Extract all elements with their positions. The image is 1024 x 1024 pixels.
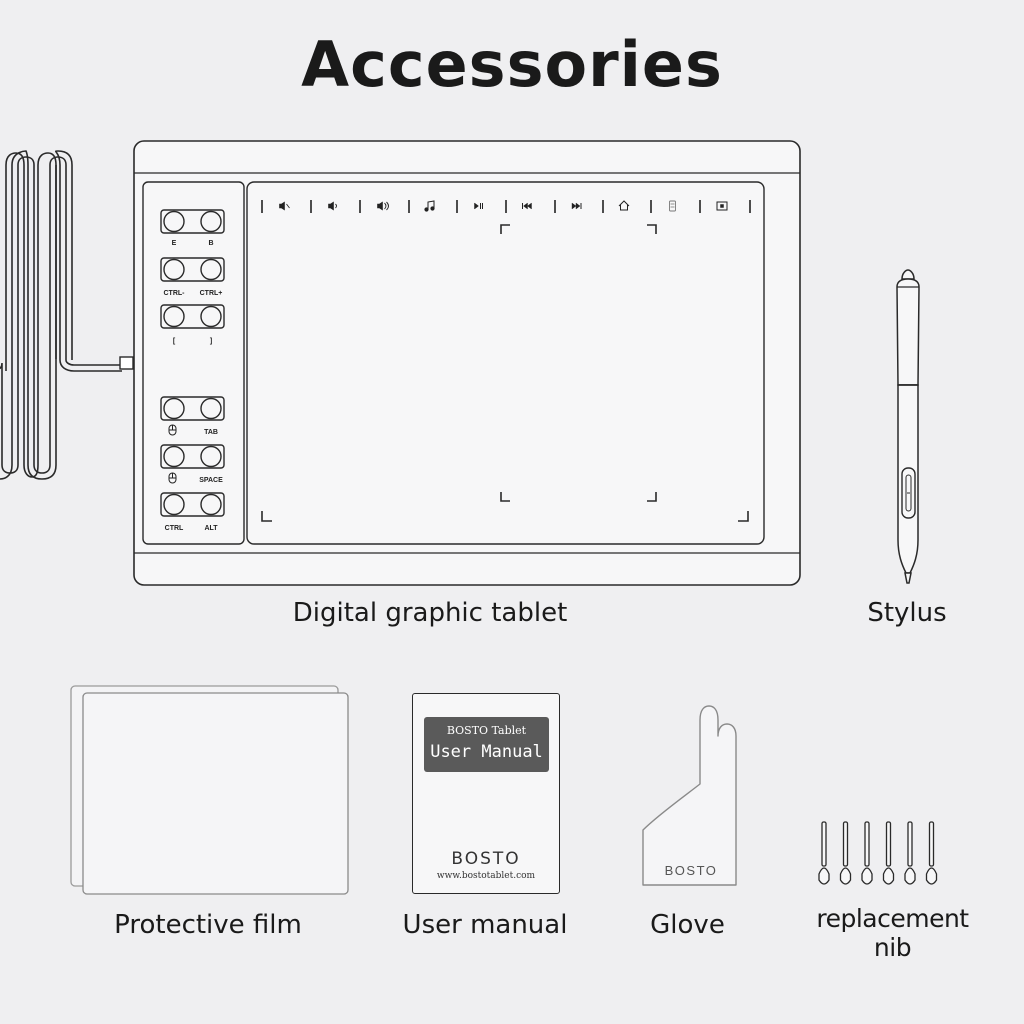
express-key-button	[163, 493, 185, 516]
express-key-button	[200, 210, 222, 233]
key-label-bracket-right: ]	[210, 338, 212, 345]
express-key-pair	[160, 209, 225, 234]
express-key-button	[200, 493, 222, 516]
express-key-button	[163, 210, 185, 233]
manual-label-line1: BOSTO Tablet	[446, 724, 527, 737]
express-key-button	[200, 305, 222, 328]
replacement-nib	[882, 821, 895, 885]
play-pause-icon	[474, 202, 483, 210]
key-label-e: E	[172, 240, 177, 247]
express-key-panel	[142, 181, 245, 545]
screenshot-icon	[716, 201, 728, 211]
active-area	[246, 181, 765, 545]
home-icon	[618, 200, 630, 211]
glove-illustration: BOSTO	[642, 705, 737, 886]
express-key-button	[163, 305, 185, 328]
calculator-icon	[669, 200, 676, 212]
tablet-illustration: E B CTRL- CTRL+ [ ] TAB SPACE CTRL ALT	[0, 140, 801, 586]
previous-track-icon	[522, 202, 532, 210]
music-icon	[424, 200, 435, 212]
key-label-ctrl: CTRL	[165, 525, 184, 532]
key-label-ctrl-plus: CTRL+	[200, 290, 223, 297]
replacement-nib	[861, 821, 873, 885]
manual-brand: BOSTO	[451, 849, 521, 869]
mouse-icon	[168, 424, 177, 436]
express-key-button	[163, 445, 185, 468]
replacement-nib	[839, 821, 852, 885]
replacement-nibs-illustration	[818, 821, 938, 885]
protective-film-illustration	[70, 685, 349, 895]
replacement-nib	[904, 821, 916, 885]
express-key-button	[163, 397, 185, 420]
mute-icon	[279, 201, 290, 211]
express-key-button	[200, 445, 222, 468]
express-key-button	[200, 258, 222, 281]
glove-brand: BOSTO	[665, 863, 718, 878]
stylus-caption: Stylus	[867, 598, 947, 628]
mouse-icon	[168, 472, 177, 484]
volume-up-icon	[377, 201, 389, 211]
manual-url: www.bostotablet.com	[436, 871, 536, 881]
key-label-ctrl-minus: CTRL-	[164, 290, 186, 297]
tablet-caption: Digital graphic tablet	[292, 598, 568, 628]
express-key-button	[163, 258, 185, 281]
key-label-alt: ALT	[204, 525, 218, 532]
glove-caption: Glove	[650, 910, 725, 940]
usb-cable	[0, 150, 122, 480]
nib-caption: replacement nib	[816, 904, 969, 962]
page-title: Accessories	[301, 28, 723, 101]
manual-label-box: BOSTO Tablet User Manual	[424, 717, 549, 772]
replacement-nib	[925, 821, 938, 885]
key-label-space: SPACE	[199, 477, 223, 484]
express-key-pair	[160, 492, 225, 517]
next-track-icon	[571, 202, 582, 210]
corner-marks	[261, 224, 749, 522]
key-label-bracket-left: [	[173, 338, 176, 345]
key-label-tab: TAB	[204, 429, 218, 436]
manual-caption: User manual	[402, 910, 568, 940]
express-key-pair	[160, 257, 225, 282]
volume-down-icon	[328, 201, 337, 211]
express-key-button	[200, 397, 222, 420]
key-label-b: B	[208, 240, 213, 247]
replacement-nib	[818, 821, 830, 885]
film-caption: Protective film	[114, 910, 302, 940]
usb-connector	[119, 356, 134, 370]
user-manual-booklet: BOSTO Tablet User Manual BOSTO www.bosto…	[412, 693, 560, 894]
stylus-illustration	[896, 269, 920, 584]
express-key-pair	[160, 304, 225, 329]
express-key-pair	[160, 444, 225, 469]
manual-label-line2: User Manual	[430, 742, 543, 762]
express-key-pair	[160, 396, 225, 421]
